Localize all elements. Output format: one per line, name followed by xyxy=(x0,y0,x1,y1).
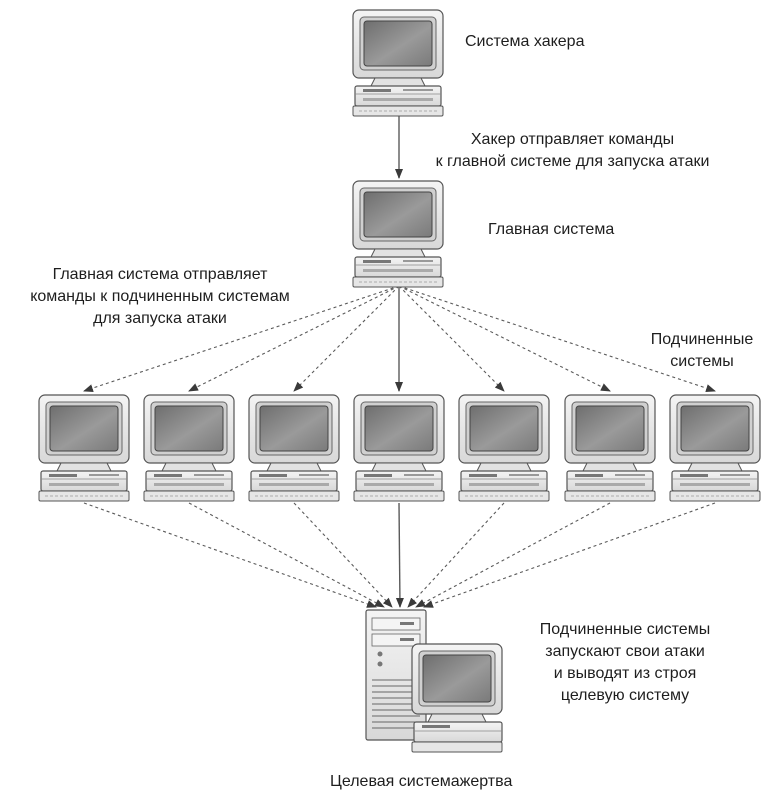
master-command-line-2: команды к подчиненным системам xyxy=(30,288,290,305)
slave-3-computer-icon xyxy=(248,394,340,502)
edge-master-to-slave-6 xyxy=(398,285,611,392)
slave-2-computer-icon xyxy=(143,394,235,502)
attack-line-1: Подчиненные системы xyxy=(539,621,711,638)
hacker-command-caption: Хакер отправляет команды к главной систе… xyxy=(400,129,745,173)
edge-slave-5-to-target xyxy=(407,502,505,608)
hacker-computer-icon xyxy=(352,9,444,117)
attack-line-3: и выводят из строя xyxy=(553,665,697,682)
attack-caption: Подчиненные системы запускают свои атаки… xyxy=(505,619,745,707)
edge-slave-3-to-target xyxy=(293,502,393,608)
edge-master-to-slave-1 xyxy=(83,285,400,392)
attack-line-2: запускают свои атаки xyxy=(545,643,705,660)
attack-line-4: целевую систему xyxy=(560,687,690,704)
slave-4-computer-icon xyxy=(353,394,445,502)
edge-slave-7-to-target xyxy=(423,502,716,608)
hacker-command-line-2: к главной системе для запуска атаки xyxy=(435,153,710,170)
slave-systems-label: Подчиненные системы xyxy=(632,329,772,373)
master-command-line-3: для запуска атаки xyxy=(93,310,227,327)
hacker-system-label: Система хакера xyxy=(465,33,585,50)
edge-master-to-slave-5 xyxy=(398,285,505,392)
edge-slave-4-to-target xyxy=(395,502,404,608)
slave-7-computer-icon xyxy=(669,394,761,502)
slave-systems-line-2: системы xyxy=(670,353,734,370)
edge-slave-1-to-target xyxy=(83,502,377,608)
edge-slave-2-to-target xyxy=(188,502,385,608)
master-command-line-1: Главная система отправляет xyxy=(52,266,268,283)
slave-5-computer-icon xyxy=(458,394,550,502)
edge-master-to-slave-3 xyxy=(293,285,400,392)
master-command-caption: Главная система отправляет команды к под… xyxy=(0,264,320,330)
master-computer-icon xyxy=(352,180,444,288)
edge-master-to-slave-7 xyxy=(398,285,716,392)
target-system-label: Целевая системажертва xyxy=(330,773,513,790)
slave-systems-line-1: Подчиненные xyxy=(650,331,754,348)
edge-slave-6-to-target xyxy=(415,502,611,608)
slave-1-computer-icon xyxy=(38,394,130,502)
hacker-command-line-1: Хакер отправляет команды xyxy=(470,131,675,148)
master-system-label: Главная система xyxy=(488,221,615,238)
nodes-layer xyxy=(38,9,761,753)
target-server-icon xyxy=(365,609,503,753)
slave-6-computer-icon xyxy=(564,394,656,502)
edges-layer xyxy=(83,116,716,608)
